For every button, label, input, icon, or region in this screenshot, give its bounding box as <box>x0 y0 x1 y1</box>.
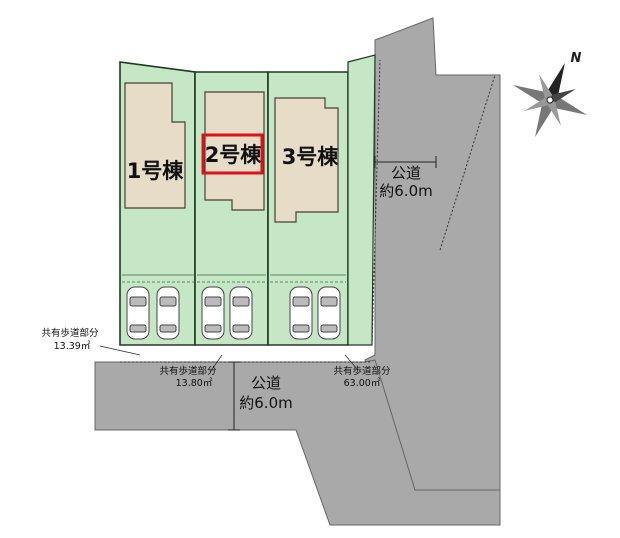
lot-2-label: 2号棟 <box>205 143 263 167</box>
east-road-width: 約6.0m <box>379 182 432 200</box>
south-road-width: 約6.0m <box>239 394 292 412</box>
south-road-dimension <box>228 361 240 431</box>
lot-2-highlight-box <box>201 133 264 175</box>
cars <box>126 286 341 340</box>
car <box>229 286 253 340</box>
car <box>201 286 225 340</box>
walkway-2-area: 13.80㎡ <box>176 378 213 389</box>
walkway-3-name: 共有歩道部分 <box>333 365 391 377</box>
car <box>126 286 150 340</box>
walkway-3-area: 63.00㎡ <box>344 378 381 389</box>
lot-1-label: 1号棟 <box>127 159 185 183</box>
house-2-footprint <box>204 91 265 211</box>
south-road-name: 公道 <box>251 374 281 392</box>
house-3-footprint <box>274 97 339 223</box>
car <box>289 286 313 340</box>
compass-north-label: N <box>571 51 582 66</box>
house-1-footprint <box>124 82 186 209</box>
lot-3-label: 3号棟 <box>282 145 340 169</box>
east-road-dimension <box>374 156 437 168</box>
compass-rose-icon <box>512 62 588 138</box>
lot-corner-strip <box>347 54 376 346</box>
house-footprints <box>124 82 339 223</box>
shared-walkway-strip <box>120 59 496 363</box>
car <box>156 286 180 340</box>
leader-lines <box>99 345 359 373</box>
walkway-2-name: 共有歩道部分 <box>159 365 217 377</box>
car <box>317 286 341 340</box>
south-road <box>94 359 501 526</box>
walkway-1-name: 共有歩道部分 <box>41 327 99 339</box>
parking-markings <box>122 274 346 283</box>
east-road-name: 公道 <box>391 164 421 182</box>
walkway-1-area: 13.39㎡ <box>54 341 91 352</box>
